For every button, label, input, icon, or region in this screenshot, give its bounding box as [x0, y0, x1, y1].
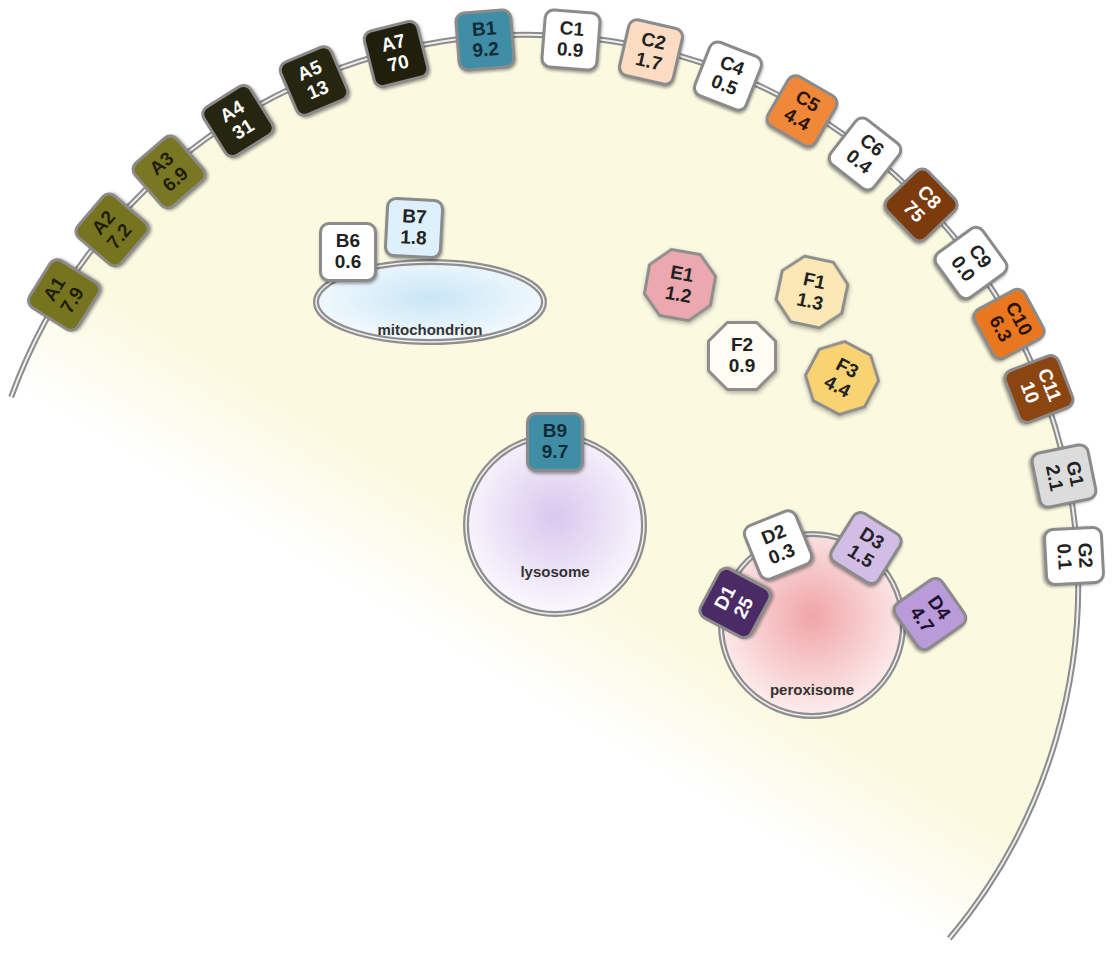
protein-name: C1 — [559, 18, 585, 40]
protein-name: B1 — [471, 18, 497, 40]
membrane-protein-box: C21.7 — [616, 16, 686, 88]
membrane-protein-box: A27.2 — [70, 188, 153, 271]
protein-name: F2 — [731, 335, 753, 356]
mitochondrion-outline: mitochondrionB60.6B71.8 — [312, 258, 548, 346]
abundance-value: 1.8 — [400, 227, 427, 249]
membrane-protein-box: C875 — [880, 163, 963, 246]
membrane-protein-box: C40.5 — [690, 38, 766, 115]
membrane-protein-box: C106.3 — [969, 284, 1049, 364]
octagon-outline — [641, 246, 719, 324]
membrane-protein-box: G20.1 — [1043, 526, 1106, 587]
membrane-protein-box: G12.1 — [1029, 442, 1099, 511]
membrane-protein-box: C10.9 — [540, 7, 603, 71]
membrane-protein-box: A17.9 — [23, 255, 105, 336]
cytosolic-protein-octagon: E11.2 — [639, 244, 720, 325]
abundance-value: 13 — [305, 77, 332, 104]
abundance-value: 1.7 — [634, 49, 664, 75]
membrane-protein-box: C1110 — [1000, 351, 1077, 427]
abundance-value: 0.9 — [556, 39, 584, 62]
cytosolic-protein-octagon: F11.3 — [770, 250, 853, 333]
organelle-name: lysosome — [462, 563, 648, 581]
abundance-value: 0.9 — [729, 356, 755, 377]
organelle-name: peroxisome — [717, 681, 907, 699]
protein-name: B6 — [336, 231, 360, 252]
octagon-outline — [797, 333, 888, 424]
octagon-outline — [772, 252, 851, 331]
membrane-protein-box: C90.0 — [929, 222, 1012, 304]
membrane-protein-box: A431 — [198, 80, 279, 162]
cytoplasm — [11, 35, 1078, 939]
abundance-value: 1.2 — [663, 283, 693, 308]
membrane-protein-box: A770 — [360, 18, 431, 90]
protein-box: B71.8 — [383, 197, 444, 260]
peroxisome-outline: peroxisomeD125D20.3D31.5D44.7 — [717, 530, 907, 720]
octagon-outline — [709, 323, 776, 390]
organelle-name: mitochondrion — [312, 321, 548, 339]
abundance-value: 70 — [385, 52, 410, 77]
abundance-value: 9.7 — [542, 442, 568, 463]
cell-membrane-inner — [11, 35, 1078, 939]
cytosolic-protein-octagon: F20.9 — [707, 321, 777, 391]
abundance-value: 2.1 — [1041, 463, 1066, 493]
protein-box: B60.6 — [319, 222, 377, 282]
abundance-value: 0.6 — [335, 252, 361, 273]
membrane-protein-box: C54.4 — [761, 71, 841, 152]
membrane-protein-box: B19.2 — [454, 7, 517, 71]
protein-name: B9 — [543, 421, 567, 442]
lysosome-outline: lysosomeB99.7 — [462, 432, 648, 618]
abundance-value: 0.1 — [1053, 543, 1075, 570]
protein-box: B99.7 — [526, 412, 584, 472]
abundance-value: 9.2 — [472, 39, 500, 62]
protein-name: B7 — [402, 207, 427, 229]
cytosolic-protein-octagon: F34.4 — [795, 331, 890, 426]
cell-membrane — [11, 35, 1078, 939]
membrane-protein-box: A36.9 — [128, 131, 211, 214]
membrane-protein-box: C60.4 — [823, 112, 906, 195]
membrane-protein-box: A513 — [276, 43, 353, 121]
protein-name: G2 — [1074, 543, 1096, 569]
